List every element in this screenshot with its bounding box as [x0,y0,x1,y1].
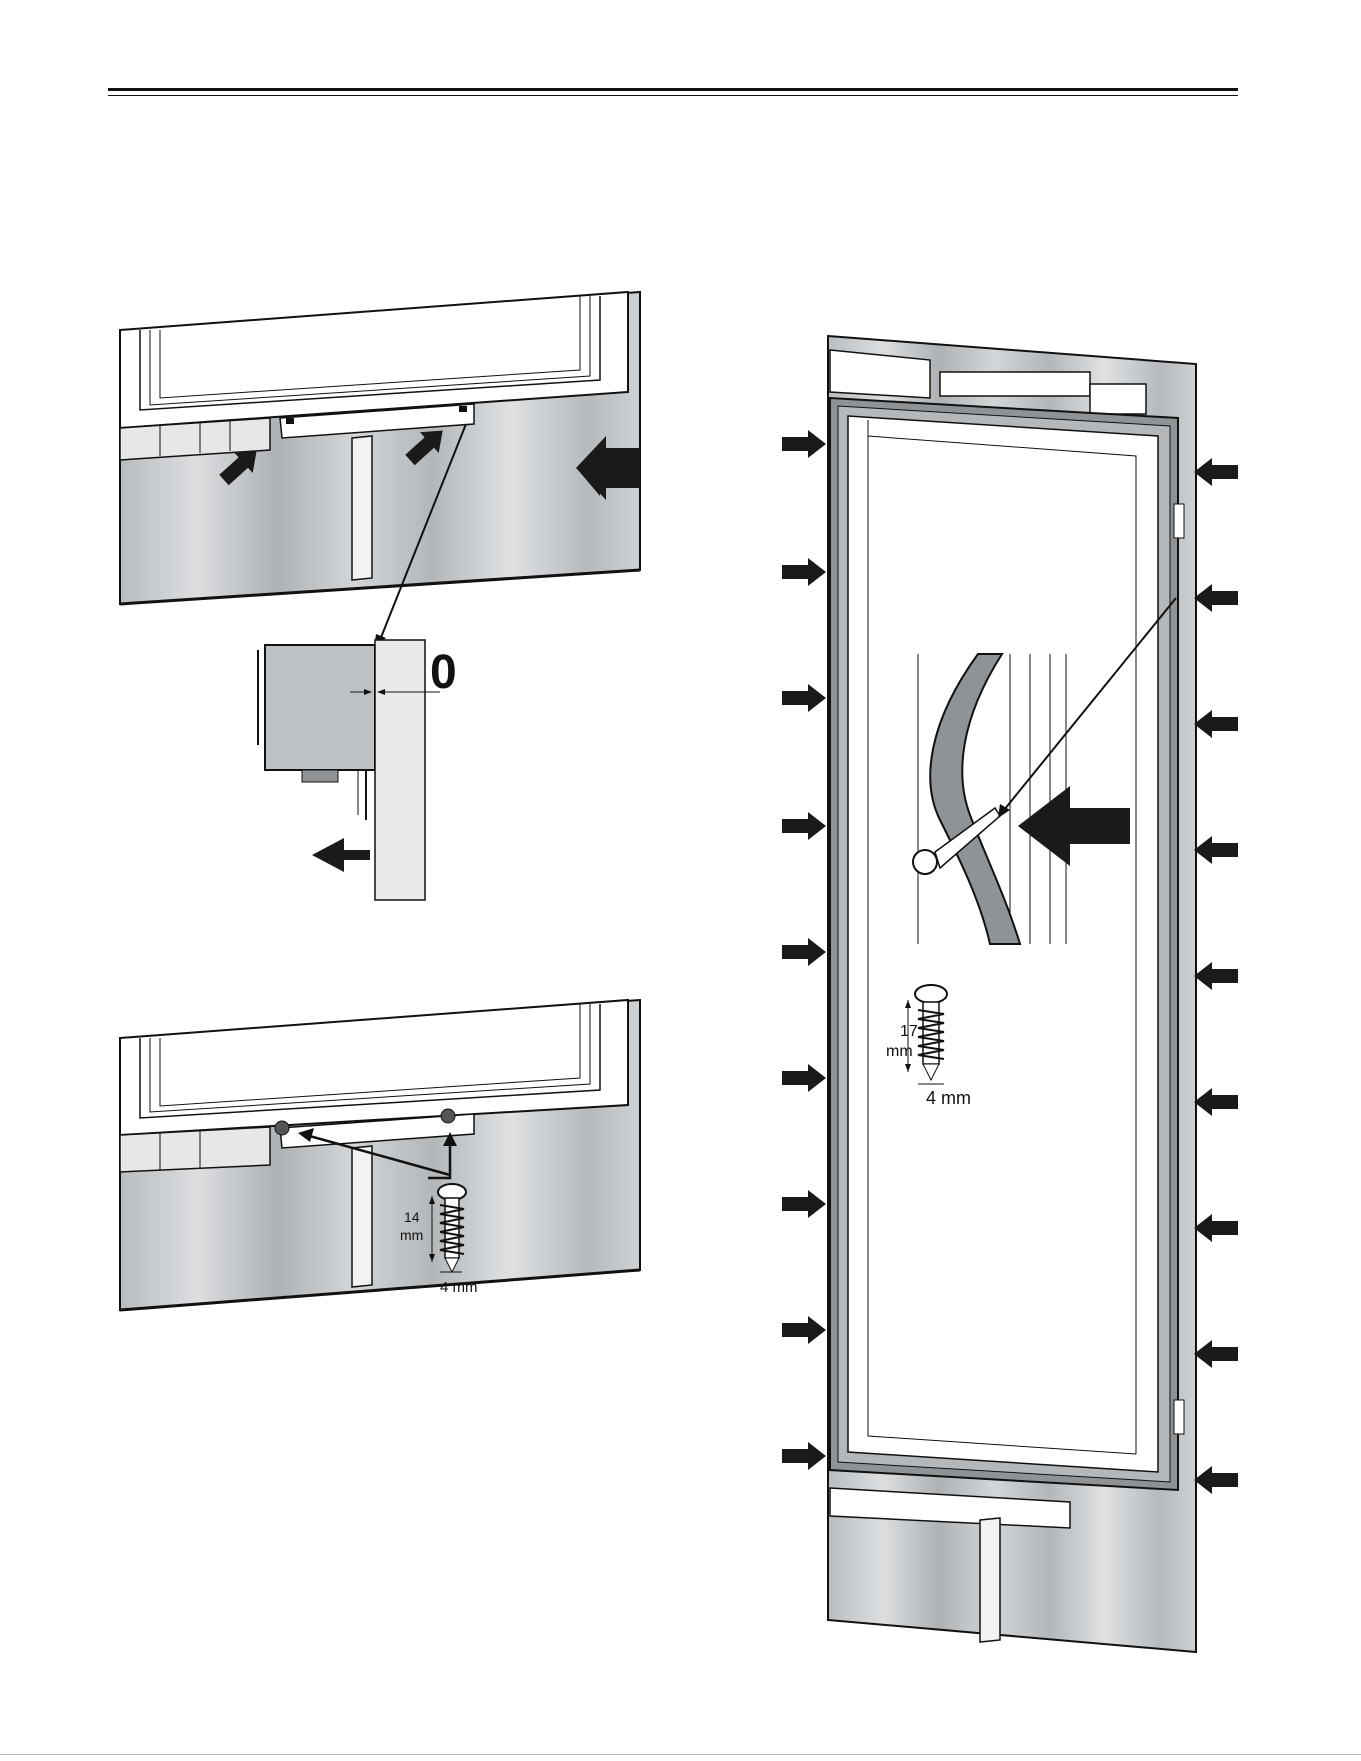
arrow-icon [782,430,826,1470]
screw-diameter-label: 4 mm [440,1279,478,1296]
figure-2-screw-bracket: 14 mm 4 mm [120,1000,640,1310]
footer-rule [0,1754,1361,1755]
seal-screw-diameter-label: 4 mm [926,1088,971,1108]
seal-screw-length-unit: mm [886,1043,913,1060]
seal-screw-length-value: 17 [900,1023,918,1040]
screw-length-value: 14 [404,1209,420,1225]
arrow-icon [1194,458,1238,1494]
figure-3-door-seal: 17 mm 4 mm [782,336,1238,1652]
figure-1-align-bracket: 0 [120,292,640,900]
screw-length-unit: mm [400,1227,423,1243]
gap-value-label: 0 [430,646,457,699]
